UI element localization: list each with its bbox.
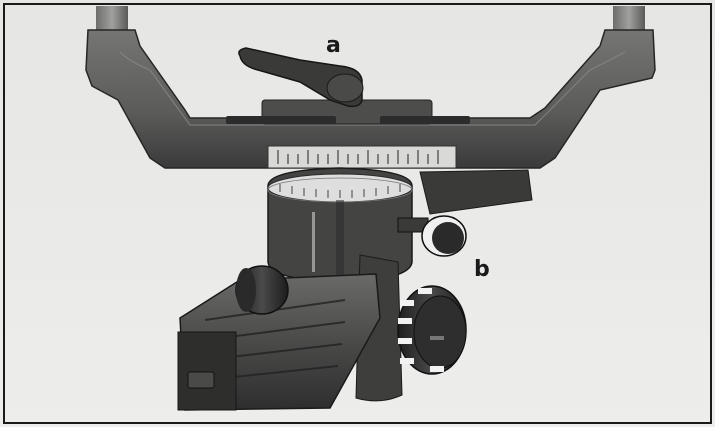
frame-border bbox=[3, 3, 712, 424]
degree-ticks bbox=[279, 184, 401, 198]
linear-scale-ticks bbox=[277, 150, 439, 164]
head-highlight bbox=[312, 212, 315, 272]
u-bracket bbox=[85, 29, 656, 169]
rail-end-cap bbox=[177, 331, 237, 411]
plate-slot-left bbox=[226, 116, 336, 124]
left-focus-knob bbox=[235, 265, 289, 315]
right-focus-knob bbox=[397, 285, 467, 375]
rear-rail bbox=[419, 169, 533, 215]
callout-b: b bbox=[474, 257, 490, 282]
linear-scale bbox=[267, 145, 457, 169]
plate-slot-right bbox=[380, 116, 470, 124]
rail-badge bbox=[187, 371, 215, 389]
lever-hub bbox=[326, 73, 364, 103]
small-lock-knob bbox=[397, 215, 467, 257]
callout-a: a bbox=[326, 33, 341, 58]
bracket-highlight bbox=[119, 51, 626, 126]
head-seam bbox=[336, 200, 344, 278]
